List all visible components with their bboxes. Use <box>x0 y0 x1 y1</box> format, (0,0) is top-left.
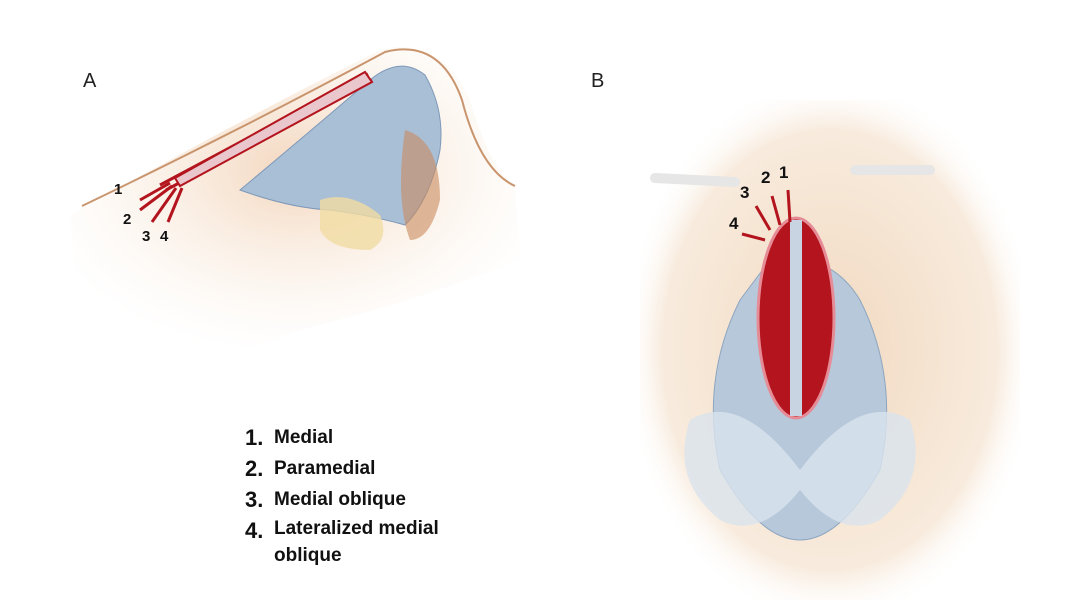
label-b-1: 1 <box>779 163 789 182</box>
legend-text: Lateralized medial oblique <box>274 518 439 566</box>
label-a-1: 1 <box>114 181 123 198</box>
label-b-4: 4 <box>729 214 739 233</box>
panel-label-a: A <box>83 70 97 92</box>
legend-number: 3. <box>245 487 264 512</box>
label-b-2: 2 <box>761 168 771 187</box>
legend-number: 4. <box>245 518 264 543</box>
midline-strip <box>790 220 802 416</box>
label-b-3: 3 <box>740 183 750 202</box>
alar-cartilage <box>401 130 440 240</box>
skin-profile-line <box>81 48 516 207</box>
legend-text: Paramedial <box>274 458 376 479</box>
osteotomy-lines-b <box>741 189 792 242</box>
panel-label-b: B <box>591 70 605 92</box>
lower-lateral-cartilage <box>684 411 916 526</box>
osteotomy-band <box>173 70 374 188</box>
lateral-nose-view <box>70 47 520 355</box>
legend-item: 2. Paramedial <box>245 453 504 484</box>
legend-text: Medial oblique <box>274 489 406 510</box>
label-a-2: 2 <box>123 211 132 228</box>
frontal-nose-view <box>640 100 1020 600</box>
maxilla-bone <box>320 197 384 250</box>
legend-number: 2. <box>245 456 264 481</box>
legend: 1. Medial 2. Paramedial 3. Medial oblique 4… <box>245 422 504 569</box>
label-a-3: 3 <box>142 228 151 245</box>
legend-text: Medial <box>274 427 334 448</box>
legend-item: 4. Lateralized medial oblique <box>245 515 504 569</box>
legend-item: 3. Medial oblique <box>245 484 504 515</box>
label-a-4: 4 <box>160 228 169 245</box>
legend-item: 1. Medial <box>245 422 504 453</box>
legend-number: 1. <box>245 425 264 450</box>
